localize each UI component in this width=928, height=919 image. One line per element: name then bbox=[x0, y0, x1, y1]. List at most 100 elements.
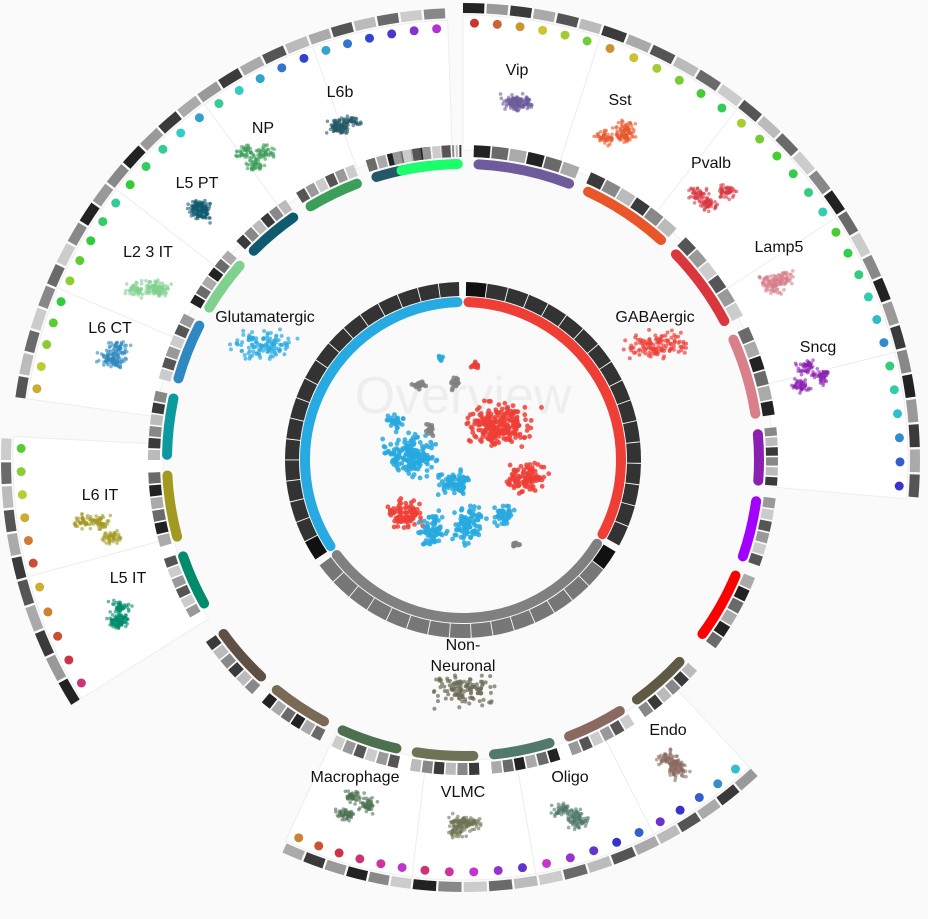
class-segment bbox=[558, 315, 583, 339]
scatter-point bbox=[356, 791, 360, 796]
scatter-point bbox=[520, 91, 525, 96]
scatter-point bbox=[516, 108, 521, 113]
subclass-segment bbox=[543, 156, 563, 173]
scatter-point bbox=[784, 276, 788, 280]
scatter-point bbox=[805, 370, 810, 375]
overview-point bbox=[406, 430, 411, 436]
subclass-segment bbox=[324, 172, 339, 188]
scatter-point bbox=[134, 280, 138, 285]
scatter-point bbox=[488, 674, 493, 679]
panel-segment bbox=[30, 307, 47, 331]
scatter-point bbox=[624, 134, 628, 138]
scatter-point bbox=[668, 752, 673, 756]
scatter-point bbox=[249, 150, 253, 155]
class-segment bbox=[485, 283, 508, 302]
overview-point bbox=[391, 524, 397, 530]
subclass-segment bbox=[725, 302, 743, 322]
overview-point bbox=[421, 518, 427, 524]
scatter-point bbox=[93, 518, 98, 523]
scatter-point bbox=[274, 334, 279, 339]
panel-color-dot bbox=[444, 867, 454, 877]
scatter-point bbox=[451, 681, 456, 686]
scatter-point bbox=[286, 336, 291, 341]
scatter-point bbox=[123, 291, 128, 296]
panel-color-dot bbox=[854, 270, 864, 280]
scatter-point bbox=[76, 516, 81, 521]
subclass-segment bbox=[220, 653, 237, 669]
subclass-segment bbox=[401, 149, 413, 163]
panel-segment bbox=[509, 5, 533, 19]
scatter-point bbox=[157, 294, 161, 298]
scatter-point bbox=[239, 342, 244, 347]
subclass-segment bbox=[765, 437, 778, 447]
scatter-point bbox=[238, 149, 243, 153]
panel-segment bbox=[562, 863, 588, 880]
scatter-point bbox=[694, 191, 698, 196]
subclass-arc bbox=[670, 249, 730, 327]
overview-point bbox=[436, 538, 442, 544]
scatter-point bbox=[258, 155, 263, 159]
scatter-point bbox=[503, 107, 507, 111]
scatter-point bbox=[563, 806, 567, 811]
panel-segment bbox=[717, 84, 743, 107]
subclass-arc bbox=[396, 159, 453, 176]
overview-point bbox=[399, 460, 405, 466]
overview-point bbox=[444, 528, 450, 534]
scatter-point bbox=[713, 203, 718, 208]
overview-point bbox=[472, 418, 478, 424]
scatter-point bbox=[691, 191, 695, 195]
panel-color-dot bbox=[717, 103, 727, 113]
overview-point bbox=[412, 521, 417, 527]
scatter-point bbox=[452, 819, 457, 824]
scatter-point bbox=[634, 333, 639, 338]
overview-point bbox=[417, 462, 423, 468]
scatter-point bbox=[118, 536, 123, 540]
overview-point bbox=[451, 474, 457, 480]
subclass-arc bbox=[728, 334, 761, 419]
panel-color-dot bbox=[294, 833, 304, 843]
class-segment bbox=[623, 421, 641, 443]
panel-color-dot bbox=[469, 18, 479, 28]
panel-color-dot bbox=[176, 128, 186, 138]
scatter-point bbox=[549, 803, 554, 808]
scatter-point bbox=[818, 381, 823, 385]
overview-point bbox=[467, 412, 473, 418]
class-segment bbox=[617, 400, 637, 424]
scatter-point bbox=[154, 287, 158, 291]
subclass-segment bbox=[305, 182, 320, 198]
class-segment bbox=[386, 608, 411, 629]
scatter-point bbox=[333, 807, 338, 812]
panel-color-dot bbox=[831, 227, 841, 237]
scatter-point bbox=[464, 834, 469, 839]
overview-point bbox=[417, 510, 423, 516]
scatter-point bbox=[775, 291, 780, 295]
subclass-segment bbox=[760, 508, 774, 521]
scatter-point bbox=[628, 138, 632, 142]
subclass-arc bbox=[173, 320, 205, 384]
scatter-point bbox=[198, 209, 202, 214]
subclass-segment bbox=[513, 756, 526, 771]
scatter-point bbox=[346, 789, 351, 794]
scatter-point bbox=[110, 612, 115, 617]
overview-point bbox=[496, 428, 502, 433]
subclass-segment bbox=[455, 145, 458, 158]
scatter-point bbox=[672, 333, 677, 338]
subclass-segment bbox=[165, 346, 181, 360]
panel-color-dot bbox=[125, 180, 135, 190]
scatter-point bbox=[633, 121, 638, 126]
panel-color-dot bbox=[772, 151, 782, 161]
class-segment bbox=[491, 617, 514, 636]
scatter-point bbox=[246, 351, 251, 356]
scatter-point bbox=[105, 519, 110, 523]
scatter-point bbox=[109, 364, 113, 369]
overview-point bbox=[477, 524, 482, 529]
subclass-label: Endo bbox=[649, 722, 686, 739]
subclass-segment bbox=[252, 219, 268, 235]
subclass-segment bbox=[169, 335, 185, 349]
overview-point bbox=[420, 443, 425, 449]
scatter-point bbox=[254, 157, 259, 161]
panel-color-dot bbox=[517, 863, 527, 873]
scatter-point bbox=[159, 285, 163, 289]
overview-point bbox=[516, 483, 521, 488]
subclass-segment bbox=[290, 713, 306, 730]
